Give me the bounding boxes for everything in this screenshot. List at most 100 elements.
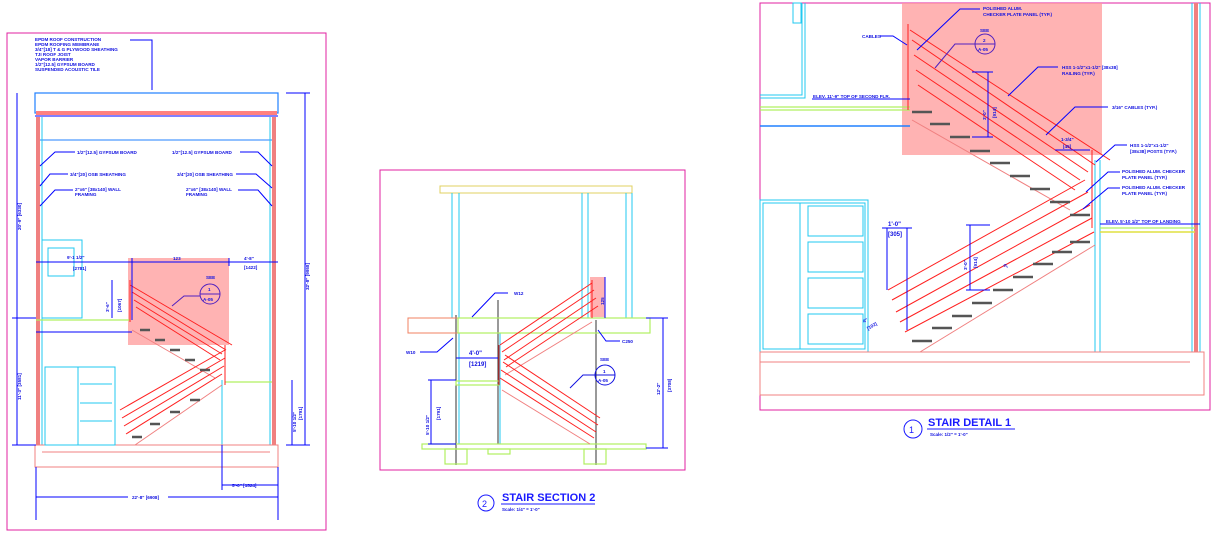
detail-title-block: 1 STAIR DETAIL 1 Scale: 1/2" = 1'-0" (903, 417, 1015, 439)
dim-4ft8: 4'-8" (244, 256, 254, 261)
checker-panel-label: PLATE PANEL (TYP.) (1122, 191, 1168, 196)
footing (583, 448, 607, 465)
note-line: EPDM ROOF CONSTRUCTION (35, 37, 102, 42)
dim-mask (128, 493, 168, 500)
foundation (759, 351, 1205, 396)
dim-upper-height: 20'-9" [6330] (17, 203, 22, 230)
roof-assembly (34, 92, 279, 114)
right-gypsum-label: 1/2"[12.5] GYPSUM BOARD (172, 150, 233, 155)
wall-leaders (39, 151, 273, 207)
section-scale: Scale: 1/4" = 1'-0" (502, 507, 540, 512)
stair-flights (498, 280, 601, 445)
detail-callout[interactable]: SEE 1 A-05 (569, 357, 616, 389)
checker-panel-label: POLISHED ALUM. CHECKER (1122, 169, 1186, 174)
callout-see: SEE (980, 28, 989, 33)
dim-lower-height: 11'-3" [3581] (17, 373, 22, 400)
section-title: STAIR SECTION 2 (502, 492, 595, 504)
dim-1-3-4: 1-3/4" (1061, 137, 1074, 142)
checker-panel-label: CHECKER PLATE PANEL (TYP.) (983, 12, 1053, 17)
callout-number: 1 (208, 287, 211, 292)
right-framing-label: FRAMING (186, 192, 208, 197)
left-wall (36, 117, 40, 445)
dimension-lines (420, 277, 668, 449)
left-framing-label: FRAMING (75, 192, 97, 197)
callout-number: 2 (983, 38, 986, 43)
callout-sheet: A-05 (203, 297, 213, 302)
second-floor (457, 317, 651, 334)
panel-frame (6, 32, 327, 531)
label-c250: C250 (622, 339, 633, 344)
callout-see: SEE (600, 357, 609, 362)
cables-typ-label: 3/16" CABLES (TYP.) (1112, 105, 1158, 110)
dim-5ft10: 5'-10 1/2" (425, 415, 430, 435)
foundation-slab (34, 444, 279, 468)
highlight-region (902, 3, 1102, 155)
dim-5ft0: 5'-0" [1524] (232, 483, 257, 488)
label-w10: W10 (406, 350, 416, 355)
dim-1-3-4-metric: [45] (1063, 144, 1072, 149)
right-wall (1194, 3, 1198, 352)
highlight-region (590, 277, 605, 317)
note-line: SUSPENDED ACOUSTIC TILE (35, 67, 100, 72)
cables-label: CABLES (862, 34, 881, 39)
dim-4ft8-metric: [1422] (244, 265, 258, 270)
dim-5ft10-metric: [1791] (436, 406, 441, 420)
elevation-landing: ELEV. 5'-10 1/2" TOP OF LANDING (1106, 219, 1181, 224)
section-callout[interactable]: SEE 1 A-05 (171, 275, 221, 307)
columns (451, 193, 633, 444)
dim-12ft-metric: [3708] (667, 378, 672, 392)
label-w12: W12 (514, 291, 524, 296)
footing (487, 448, 511, 455)
dim-3ft6-metric: [1067] (117, 298, 122, 312)
section-callout[interactable]: SEE 2 A-05 (934, 28, 996, 69)
building-section-panel: EPDM ROOF CONSTRUCTION EPDM ROOFING MEMB… (6, 32, 327, 531)
highlight-region (128, 258, 229, 345)
elevation-second-floor: ELEV. 11'-9" TOP OF SECOND FLR. (813, 94, 890, 99)
door (41, 239, 83, 319)
stair-flights (119, 280, 233, 446)
stair-section-panel: W12 W10 C250 4'-0" [1219] 5'-10 1/2" [17… (379, 169, 686, 512)
section-title-block: 2 STAIR SECTION 2 Scale: 1/4" = 1'-0" (477, 492, 595, 512)
dim-5ft10: 5'-10 1/2" (292, 412, 297, 432)
annotation-leaders (812, 8, 1200, 330)
title-number: 2 (482, 499, 487, 509)
dim-overall-height: 32'-8" [9958] (305, 263, 310, 290)
right-wall (272, 117, 276, 445)
note-line: TJI ROOF JOIST (35, 52, 71, 57)
posts-label: [38x38] POSTS (TYP.) (1130, 149, 1177, 154)
dim-9ft: 9'-1 1/2" (67, 255, 85, 260)
dim-3ft-lower-metric: [914] (973, 257, 978, 268)
window (44, 366, 116, 446)
note-line: VAPOR BARRIER (35, 57, 74, 62)
checker-panel-label: POLISHED ALUM. CHECKER (1122, 185, 1186, 190)
dim-5ft10-metric: [1791] (298, 406, 303, 420)
title-number: 1 (909, 425, 914, 435)
dim-4in: 4" (862, 317, 869, 324)
dim-overall-width: 22'-8" [6908] (132, 495, 159, 500)
ground-slab (421, 443, 647, 450)
callout-number: 1 (603, 369, 606, 374)
detail-title: STAIR DETAIL 1 (928, 417, 1011, 429)
dim-3ft-lower: 3'-0" (963, 260, 968, 270)
detail-scale: Scale: 1/2" = 1'-0" (930, 432, 968, 437)
dim-125: 125 (600, 297, 605, 305)
dim-3ft6: 3'-6" (105, 302, 110, 312)
dim-123: 123 (173, 256, 181, 261)
dim-1ft-metric: [305] (888, 232, 902, 238)
callout-sheet: A-05 (598, 378, 608, 383)
note-line: EPDM ROOFING MEMBRANE (35, 42, 99, 47)
railing-label: HSS 1-1/2"x1-1/2" [38x38] (1062, 65, 1118, 70)
callout-sheet: A-05 (978, 47, 988, 52)
callout-see: SEE (206, 275, 215, 280)
dim-4in-metric: [102] (866, 321, 878, 331)
dim-3ft-upper-metric: [914] (992, 107, 997, 118)
right-framing-label: 2"x6" [38x140] WALL (186, 187, 232, 192)
left-gypsum-label: 1/2"[12.5] GYPSUM BOARD (77, 150, 138, 155)
dim-9ft-metric: [2781] (73, 266, 87, 271)
checker-panel-label: POLISHED ALUM. (983, 6, 1022, 11)
floor-joist (407, 317, 459, 334)
dim-4ft: 4'-0" (469, 351, 482, 357)
stair-detail-panel: CABLES POLISHED ALUM. CHECKER PLATE PANE… (759, 2, 1211, 439)
posts-label: HSS 1-1/2"x1-1/2" (1130, 143, 1169, 148)
